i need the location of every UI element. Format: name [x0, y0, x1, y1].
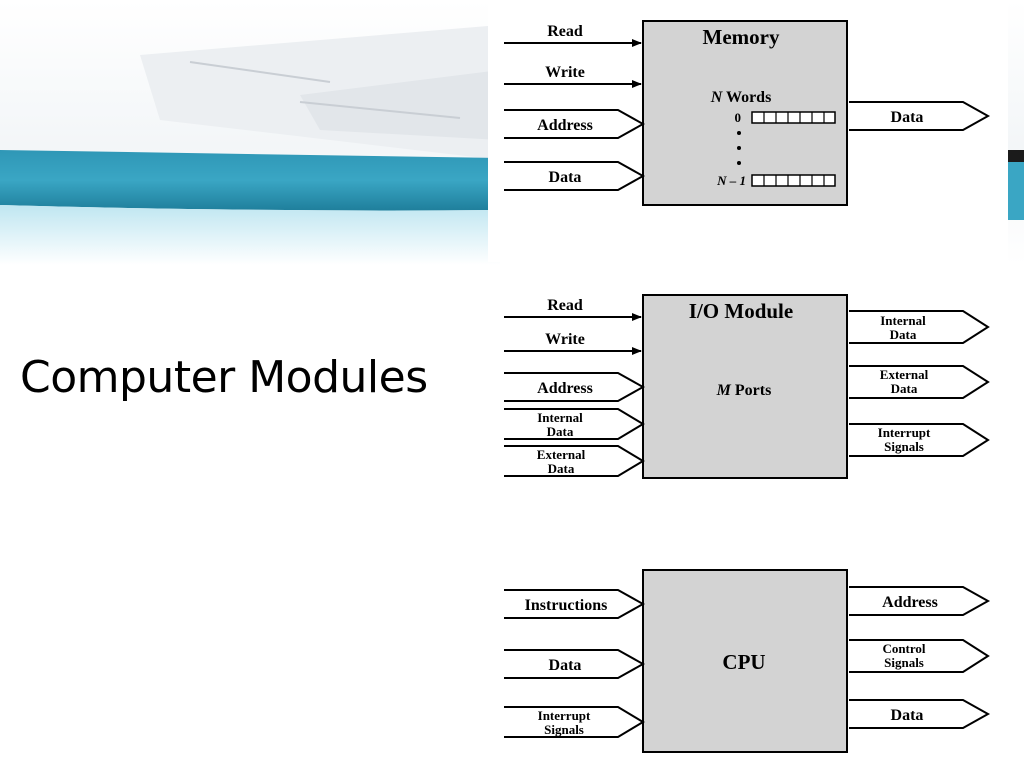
cpu-data-input-arrow: [504, 649, 646, 679]
io-internal-data-out-line1: Internal: [880, 313, 926, 328]
memory-subtitle: N Words: [710, 89, 772, 106]
cpu-address-label: Address: [882, 594, 938, 611]
cpu-interrupt-signals-in-line2: Signals: [544, 722, 584, 737]
cpu-control-signals-line1: Control: [882, 641, 925, 656]
io-external-data-out-line2: Data: [891, 381, 918, 396]
io-box: [642, 294, 848, 479]
io-interrupt-signals-out-line1: Interrupt: [878, 425, 931, 440]
memory-word-cells-first: [751, 111, 836, 124]
io-external-data-input-arrow: [504, 445, 645, 477]
memory-word-cells-last: [751, 174, 836, 187]
cpu-instructions-input-arrow: [504, 589, 646, 619]
memory-write-label: Write: [545, 64, 585, 81]
io-address-input-arrow: [504, 372, 646, 402]
memory-address-label: Address: [537, 117, 593, 134]
cpu-title: CPU: [722, 650, 765, 674]
memory-read-label: Read: [547, 23, 583, 40]
io-internal-data-in-line2: Data: [547, 424, 574, 439]
io-internal-data-output-arrow: [849, 310, 990, 344]
memory-data-input-arrow: [504, 161, 646, 191]
memory-title: Memory: [703, 25, 780, 49]
slide-title: Computer Modules: [20, 352, 428, 403]
io-interrupt-signals-output-arrow: [849, 423, 990, 457]
io-interrupt-signals-out-line2: Signals: [884, 439, 924, 454]
io-address-label: Address: [537, 380, 593, 397]
cpu-interrupt-signals-input-arrow: [504, 706, 645, 738]
cpu-control-signals-output-arrow: [849, 639, 990, 673]
io-title: I/O Module: [689, 299, 793, 323]
cpu-interrupt-signals-in-line1: Interrupt: [538, 708, 591, 723]
io-internal-data-input-arrow: [504, 408, 645, 440]
io-module: I/O Module M Ports Read Write Address In…: [504, 294, 990, 479]
cpu-data-in-label: Data: [549, 657, 582, 674]
io-read-label: Read: [547, 297, 583, 314]
io-external-data-in-line1: External: [537, 447, 586, 462]
io-subtitle: M Ports: [716, 382, 772, 399]
memory-index-last: N – 1: [716, 173, 746, 188]
io-external-data-output-arrow: [849, 365, 990, 399]
cpu-data-out-label: Data: [891, 707, 924, 724]
cpu-control-signals-line2: Signals: [884, 655, 924, 670]
cpu-instructions-label: Instructions: [525, 597, 608, 614]
cpu-module: CPU Instructions Data Interrupt Signals …: [504, 569, 991, 753]
io-internal-data-out-line2: Data: [890, 327, 917, 342]
io-write-label: Write: [545, 331, 585, 348]
cpu-address-output-arrow: [849, 586, 991, 616]
memory-module: Memory N Words 0 N – 1 Read Write Addres…: [504, 20, 991, 206]
memory-index-first: 0: [735, 110, 742, 125]
memory-ellipsis-dots: [737, 131, 741, 165]
io-external-data-in-line2: Data: [548, 461, 575, 476]
io-internal-data-in-line1: Internal: [537, 410, 583, 425]
memory-address-input-arrow: [504, 109, 646, 139]
cpu-box: [642, 569, 848, 753]
memory-data-output-arrow: [849, 101, 991, 131]
cpu-data-output-arrow: [849, 699, 991, 729]
io-external-data-out-line1: External: [880, 367, 929, 382]
memory-data-out-label: Data: [891, 109, 924, 126]
memory-data-in-label: Data: [549, 169, 582, 186]
